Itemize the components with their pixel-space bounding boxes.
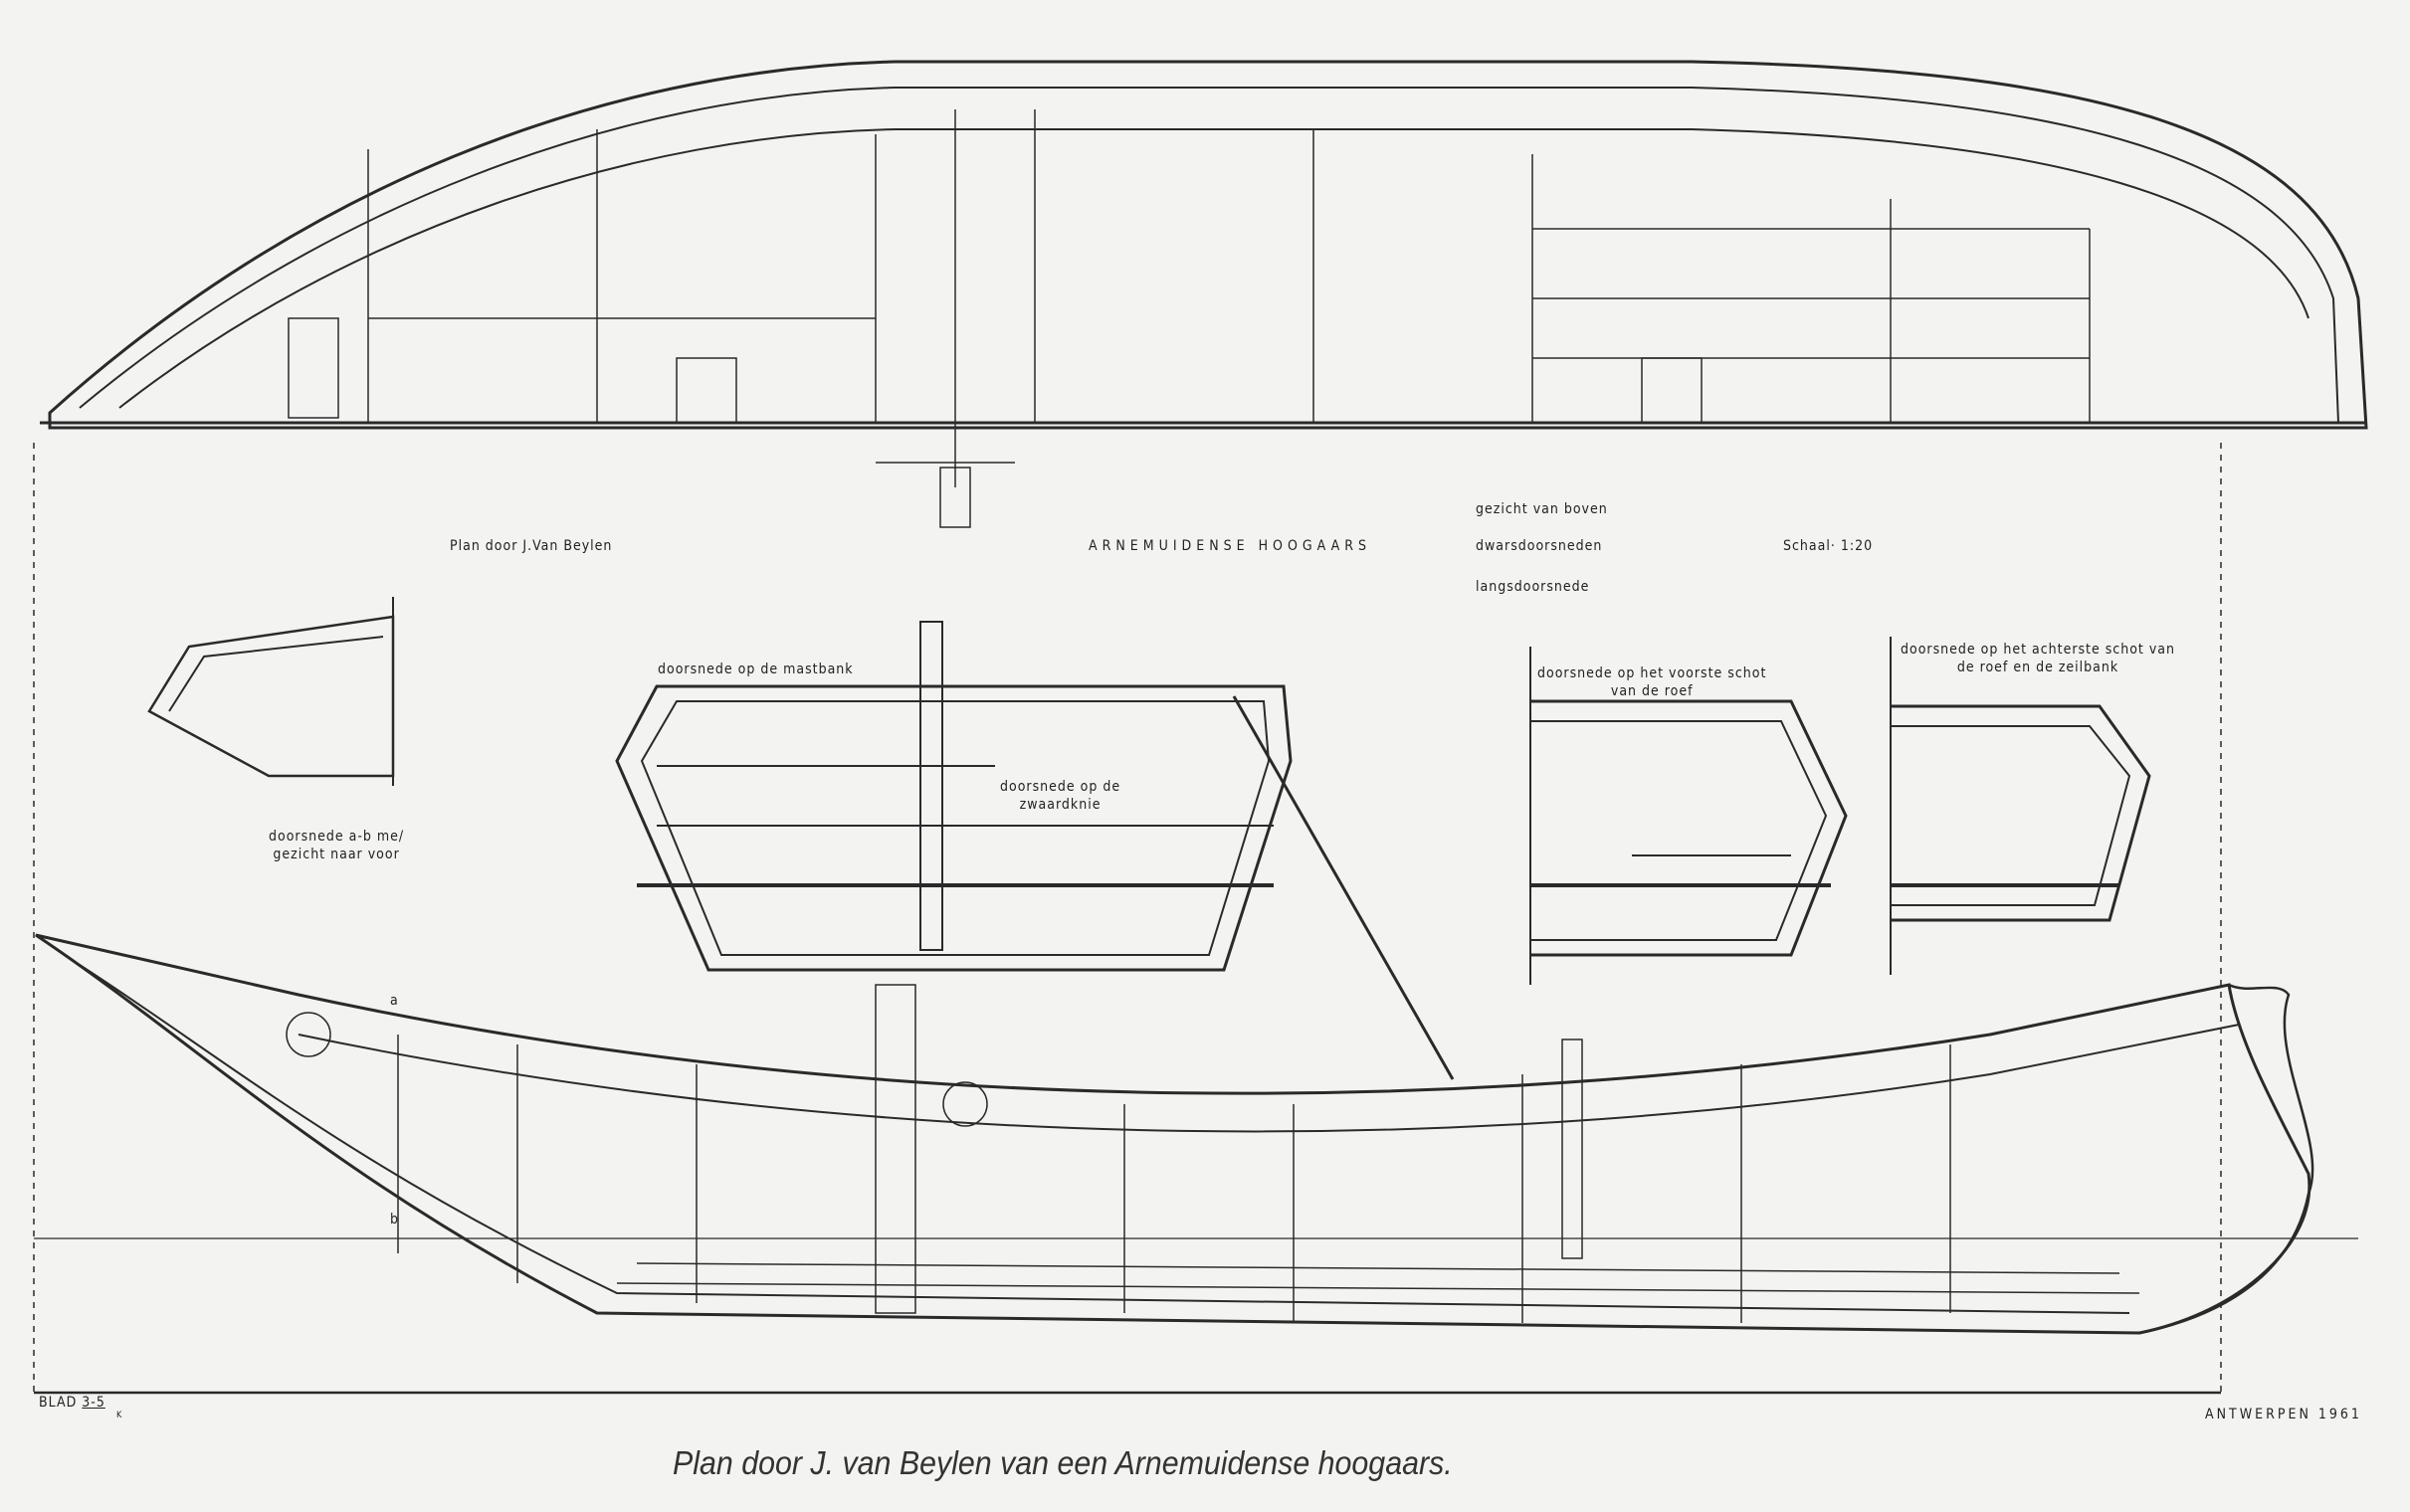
side-profile-view: [34, 933, 2358, 1335]
section-zwaardknie-label: doorsnede op de zwaardknie: [1000, 778, 1120, 814]
section-voorste-label: doorsnede op het voorste schot van de ro…: [1537, 664, 1766, 700]
author-label: Plan door J.Van Beylen: [450, 538, 613, 554]
dashed-frame: [33, 443, 2222, 1393]
section-mastbank-label: doorsnede op de mastbank: [658, 662, 854, 677]
section-mastbank: [615, 621, 1455, 1080]
vessel-title: ARNEMUIDENSE HOOGAARS: [1089, 538, 1371, 554]
marker-a: a: [390, 993, 399, 1009]
section-zwaardknie-line1: doorsnede op de: [1000, 779, 1121, 795]
section-voorste-line2: van de roef: [1610, 683, 1694, 699]
view-top-label: gezicht van boven: [1476, 501, 1608, 517]
scale-label: Schaal· 1:20: [1783, 538, 1874, 554]
section-ab-label: doorsnede a-b me/ gezicht naar voor: [269, 828, 404, 863]
sheet-block: BLAD 3-5 K: [39, 1395, 122, 1420]
section-voorste-line1: doorsnede op het voorste schot: [1537, 665, 1767, 681]
caption: Plan door J. van Beylen van een Arnemuid…: [673, 1444, 1453, 1481]
section-a-b: [147, 597, 395, 786]
sheet-sub: K: [116, 1411, 123, 1420]
section-achterste-line1: doorsnede op het achterste schot van: [1901, 642, 2176, 658]
view-cross-label: dwarsdoorsneden: [1476, 538, 1603, 554]
sheet-label: BLAD: [39, 1395, 78, 1411]
place-date: ANTWERPEN 1961: [2205, 1407, 2362, 1422]
view-long-label: langsdoorsnede: [1476, 579, 1590, 595]
plan-top-view: [40, 60, 2368, 528]
section-zwaardknie-line2: zwaardknie: [1019, 797, 1102, 813]
section-achterste-schot: [1890, 637, 2151, 975]
section-achterste-label: doorsnede op het achterste schot van de …: [1901, 641, 2175, 676]
section-ab-line1: doorsnede a-b me/: [269, 829, 405, 845]
sheet-number: 3-5: [82, 1395, 105, 1411]
section-achterste-line2: de roef en de zeilbank: [1956, 660, 2119, 675]
section-ab-line2: gezicht naar voor: [273, 847, 400, 862]
section-voorste-schot: [1529, 647, 1848, 985]
marker-b: b: [390, 1212, 399, 1228]
